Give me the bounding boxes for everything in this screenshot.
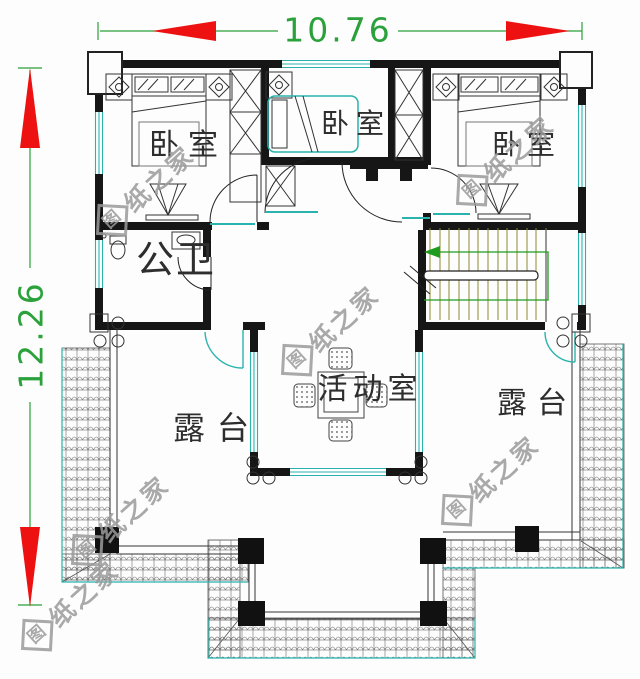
watermark-diamond-logo: 图	[440, 493, 474, 527]
bed-left	[131, 73, 207, 221]
table-set	[293, 347, 388, 442]
room-label-bedroom-left: 卧室	[149, 128, 227, 163]
dimension-width-label: 10.76	[283, 10, 393, 50]
stair-direction-arrow	[424, 246, 440, 258]
doors	[177, 157, 576, 369]
railing-posts	[89, 313, 591, 485]
windows	[94, 59, 587, 477]
stair-break-lines	[403, 265, 437, 295]
room-label-terrace-right: 露台	[497, 386, 577, 421]
watermark-diamond-logo: 图	[280, 343, 314, 377]
terrace-floor-lines	[109, 330, 581, 620]
red-arrow-top-right	[506, 21, 570, 41]
stair-handrail	[423, 270, 539, 281]
room-label-terrace-left: 露台	[172, 409, 262, 447]
room-label-bathroom: 公卫	[135, 237, 217, 282]
wardrobes	[229, 69, 424, 207]
wall-bumps	[87, 51, 593, 95]
dimension-height-label: 12.26	[11, 280, 51, 390]
bed-middle	[267, 95, 359, 153]
red-arrow-left-top	[20, 68, 40, 148]
bathroom-fixtures	[101, 231, 201, 260]
dimension-arrows	[20, 21, 570, 607]
watermark-diamond-logo: 图	[95, 203, 129, 237]
stairs	[403, 228, 549, 322]
red-arrow-top-left	[152, 21, 216, 41]
red-arrow-left-bottom	[20, 527, 40, 607]
eave-outer-edges	[61, 344, 624, 659]
room-label-bedroom-middle: 卧室	[320, 107, 392, 140]
room-label-bedroom-right: 卧室	[491, 128, 563, 161]
stair-direction-path	[424, 251, 549, 301]
watermark-diamond-logo: 图	[455, 173, 489, 207]
watermark-diamond-logo: 图	[20, 618, 54, 652]
nightstand-lamps	[105, 71, 568, 101]
columns	[95, 526, 539, 626]
room-label-activity: 活动室	[317, 372, 423, 407]
bed-right	[457, 73, 541, 220]
